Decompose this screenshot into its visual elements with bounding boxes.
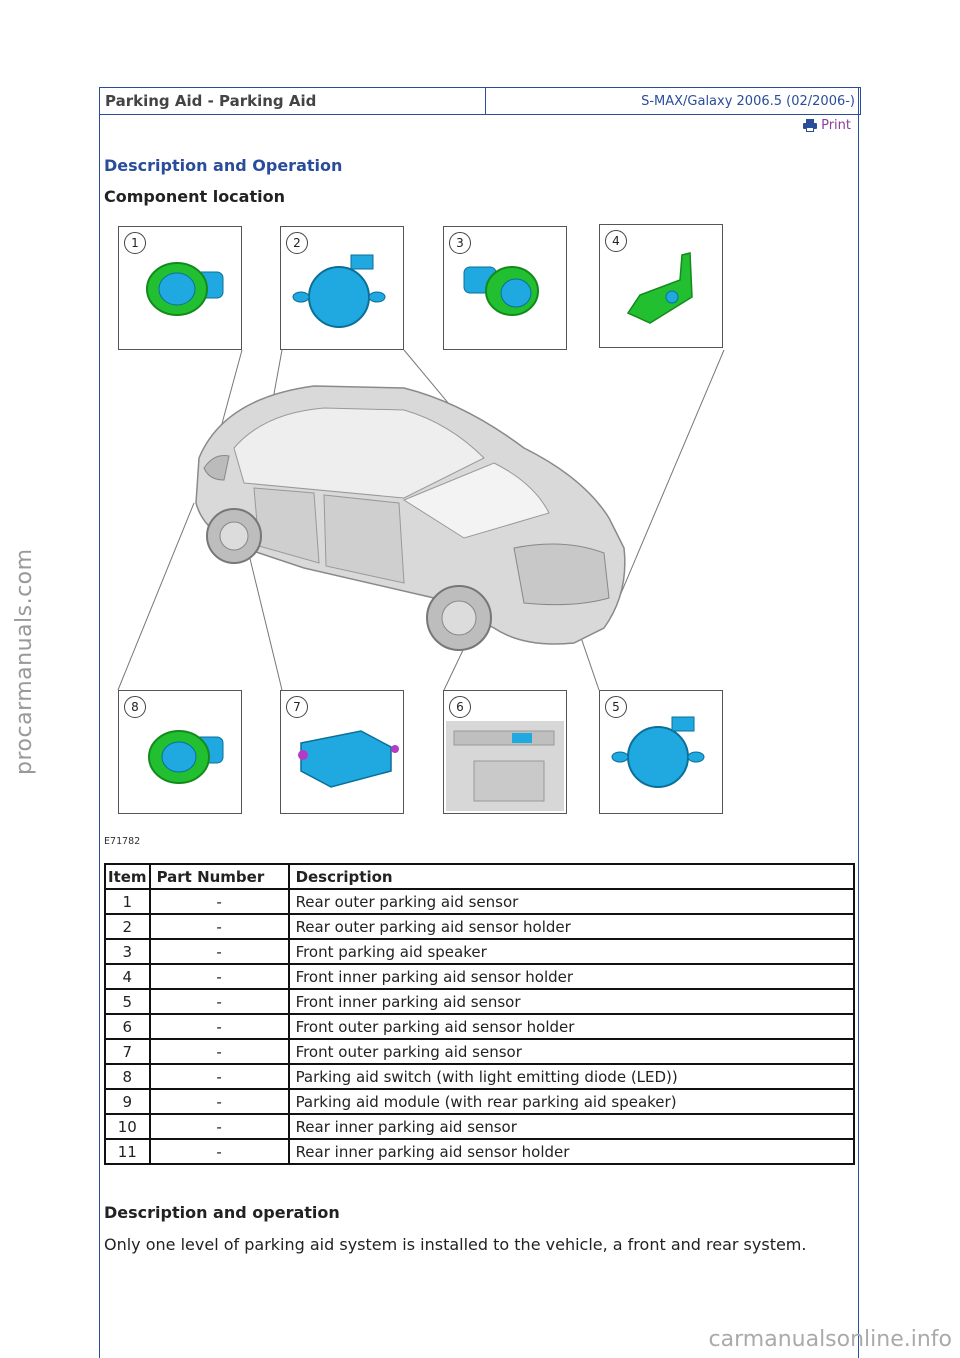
callout-3: 3 <box>443 226 567 350</box>
parts-table: Item Part Number Description 1-Rear oute… <box>104 863 856 1165</box>
col-description: Description <box>287 863 856 890</box>
col-part-number: Part Number <box>148 863 290 890</box>
page-title: Parking Aid - Parking Aid <box>100 88 486 114</box>
table-header-row: Item Part Number Description <box>104 863 856 890</box>
description-cell: Rear inner parking aid sensor holder <box>287 1138 856 1165</box>
part-number-cell: - <box>148 1038 290 1065</box>
table-row: 4-Front inner parking aid sensor holder <box>104 963 856 990</box>
col-item: Item <box>104 863 151 890</box>
description-cell: Front inner parking aid sensor <box>287 988 856 1015</box>
part-number-cell: - <box>148 938 290 965</box>
item-cell: 8 <box>104 1063 151 1090</box>
callout-7: 7 <box>280 690 404 814</box>
item-cell: 6 <box>104 1013 151 1040</box>
description-cell: Front inner parking aid sensor holder <box>287 963 856 990</box>
dashboard-switch-icon <box>446 721 564 811</box>
section-title: Description and Operation <box>104 156 343 175</box>
table-row: 7-Front outer parking aid sensor <box>104 1038 856 1065</box>
callout-2: 2 <box>280 226 404 350</box>
table-row: 10-Rear inner parking aid sensor <box>104 1113 856 1140</box>
car-illustration <box>117 349 725 691</box>
description-cell: Rear outer parking aid sensor holder <box>287 913 856 940</box>
description-cell: Parking aid module (with rear parking ai… <box>287 1088 856 1115</box>
part-number-cell: - <box>148 888 290 915</box>
part-number-cell: - <box>148 1138 290 1165</box>
watermark-bottom: carmanualsonline.info <box>708 1327 952 1352</box>
front-sensor-icon <box>463 266 539 316</box>
item-cell: 4 <box>104 963 151 990</box>
callout-6: 6 <box>443 690 567 814</box>
item-cell: 5 <box>104 988 151 1015</box>
callout-number: 4 <box>605 230 627 252</box>
component-location-title: Component location <box>104 187 285 206</box>
description-text: Only one level of parking aid system is … <box>104 1235 807 1254</box>
rear-outer-sensor-icon <box>146 262 224 316</box>
callout-number: 6 <box>449 696 471 718</box>
part-number-cell: - <box>148 963 290 990</box>
speaker-holder-icon <box>292 254 386 328</box>
description-cell: Rear outer parking aid sensor <box>287 888 856 915</box>
item-cell: 11 <box>104 1138 151 1165</box>
description-cell: Front outer parking aid sensor holder <box>287 1013 856 1040</box>
callout-1: 1 <box>118 226 242 350</box>
description-cell: Front parking aid speaker <box>287 938 856 965</box>
table-row: 3-Front parking aid speaker <box>104 938 856 965</box>
description-heading: Description and operation <box>104 1203 340 1222</box>
item-cell: 7 <box>104 1038 151 1065</box>
component-location-diagram: 1 2 3 4 8 <box>104 218 744 858</box>
module-icon <box>298 730 399 788</box>
item-cell: 9 <box>104 1088 151 1115</box>
table-row: 8-Parking aid switch (with light emittin… <box>104 1063 856 1090</box>
table-row: 2-Rear outer parking aid sensor holder <box>104 913 856 940</box>
table-row: 9-Parking aid module (with rear parking … <box>104 1088 856 1115</box>
callout-number: 7 <box>286 696 308 718</box>
part-number-cell: - <box>148 1063 290 1090</box>
content-frame <box>99 87 859 1358</box>
item-cell: 3 <box>104 938 151 965</box>
part-number-cell: - <box>148 913 290 940</box>
description-cell: Rear inner parking aid sensor <box>287 1113 856 1140</box>
printer-icon <box>803 119 818 132</box>
switch-icon <box>148 730 224 784</box>
watermark-left: procarmanuals.com <box>12 548 37 775</box>
description-cell: Front outer parking aid sensor <box>287 1038 856 1065</box>
callout-number: 3 <box>449 232 471 254</box>
part-number-cell: - <box>148 1113 290 1140</box>
sensor-holder-icon <box>626 252 693 324</box>
figure-code: E71782 <box>104 836 141 847</box>
description-cell: Parking aid switch (with light emitting … <box>287 1063 856 1090</box>
table-row: 11-Rear inner parking aid sensor holder <box>104 1138 856 1165</box>
item-cell: 2 <box>104 913 151 940</box>
speaker-icon <box>611 716 705 788</box>
part-number-cell: - <box>148 988 290 1015</box>
print-label: Print <box>821 118 851 133</box>
callout-number: 2 <box>286 232 308 254</box>
callout-4: 4 <box>599 224 723 348</box>
item-cell: 10 <box>104 1113 151 1140</box>
callout-number: 5 <box>605 696 627 718</box>
callout-5: 5 <box>599 690 723 814</box>
callout-8: 8 <box>118 690 242 814</box>
callout-number: 1 <box>124 232 146 254</box>
table-row: 5-Front inner parking aid sensor <box>104 988 856 1015</box>
callout-number: 8 <box>124 696 146 718</box>
table-row: 6-Front outer parking aid sensor holder <box>104 1013 856 1040</box>
page-header: Parking Aid - Parking Aid S-MAX/Galaxy 2… <box>99 87 861 115</box>
part-number-cell: - <box>148 1088 290 1115</box>
table-row: 1-Rear outer parking aid sensor <box>104 888 856 915</box>
print-button[interactable]: Print <box>803 118 851 133</box>
vehicle-model: S-MAX/Galaxy 2006.5 (02/2006-) <box>641 93 855 109</box>
part-number-cell: - <box>148 1013 290 1040</box>
item-cell: 1 <box>104 888 151 915</box>
